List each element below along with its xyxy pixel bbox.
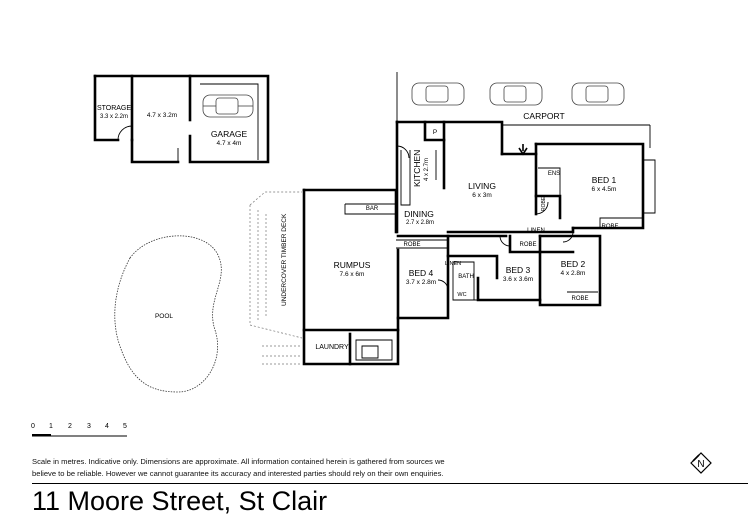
robe-bed3-label: ROBE (519, 242, 536, 248)
ens-label: ENS (548, 171, 560, 177)
bed4-label: BED 4 (409, 268, 434, 278)
robe-bed2-label: ROBE (571, 296, 588, 302)
carport-label: CARPORT (523, 111, 564, 121)
scale-tick-1: 1 (49, 423, 53, 430)
outbuilding: STORAGE 3.3 x 2.2m 4.7 x 3.2m GARAGE 4.7… (93, 74, 270, 164)
pool-label: POOL (155, 313, 173, 320)
laundry-label: LAUNDRY (315, 344, 349, 351)
pool: POOL (114, 235, 222, 393)
house-walls (302, 120, 656, 366)
robe-bed1-label: ROBE (601, 224, 618, 230)
linen-hall-label: LINEN (527, 228, 545, 234)
scale-tick-3: 3 (87, 423, 91, 430)
scale-tick-2: 2 (68, 423, 72, 430)
robe-rumpus-label: ROBE (403, 242, 420, 248)
car-icon (411, 82, 625, 106)
wc-label: WC (457, 292, 466, 298)
disclaimer-line-1: Scale in metres. Indicative only. Dimens… (32, 457, 445, 466)
bed1-label: BED 1 (592, 175, 617, 185)
deck-label: UNDERCOVER TIMBER DECK (281, 213, 288, 306)
bed2-label: BED 2 (561, 259, 586, 269)
shed-dim: 4.7 x 3.2m (147, 112, 177, 119)
deck: UNDERCOVER TIMBER DECK (249, 191, 303, 365)
disclaimer: Scale in metres. Indicative only. Dimens… (32, 456, 672, 479)
bed4-dim: 3.7 x 2.8m (406, 279, 436, 286)
north-compass-icon: N (690, 452, 712, 474)
scale-tick-5: 5 (123, 423, 127, 430)
kitchen-label: KITCHEN (412, 150, 422, 187)
bed2-dim: 4 x 2.8m (561, 270, 586, 277)
scale-tick-4: 4 (105, 423, 109, 430)
rumpus-label: RUMPUS (334, 260, 371, 270)
pantry-label: P (433, 129, 437, 136)
bath-label: BATH (458, 274, 474, 280)
bed3-dim: 3.6 x 3.6m (503, 276, 533, 283)
bed3-label: BED 3 (506, 265, 531, 275)
scale-tick-0: 0 (31, 423, 35, 430)
garage-label: GARAGE (211, 129, 248, 139)
scale-bar: 0 1 2 3 4 5 (31, 423, 127, 437)
property-address: 11 Moore Street, St Clair (32, 486, 328, 516)
car-icon (202, 94, 254, 118)
carport: CARPORT (396, 72, 651, 148)
floor-plan: STORAGE 3.3 x 2.2m 4.7 x 3.2m GARAGE 4.7… (93, 72, 656, 393)
garage-dim: 4.7 x 4m (217, 140, 242, 147)
divider (32, 483, 748, 484)
living-label: LIVING (468, 181, 496, 191)
dining-dim: 2.7 x 2.8m (406, 220, 434, 226)
bar-label: BAR (366, 206, 379, 212)
storage-dim: 3.3 x 2.2m (100, 114, 128, 120)
bed1-dim: 6 x 4.5m (592, 186, 617, 193)
rumpus-dim: 7.6 x 6m (340, 271, 365, 278)
linen-bath-label: LINEN (445, 261, 461, 267)
living-dim: 6 x 3m (472, 192, 492, 199)
disclaimer-line-2: believe to be reliable. However we canno… (32, 468, 444, 478)
room-labels: P KITCHEN 4 x 2.7m LIVING 6 x 3m DINING … (315, 129, 618, 351)
robe-bed1-side-label: ROBE (541, 196, 547, 211)
storage-label: STORAGE (97, 105, 131, 112)
dining-label: DINING (404, 209, 434, 219)
kitchen-dim: 4 x 2.7m (424, 158, 430, 181)
compass-label: N (697, 459, 704, 470)
